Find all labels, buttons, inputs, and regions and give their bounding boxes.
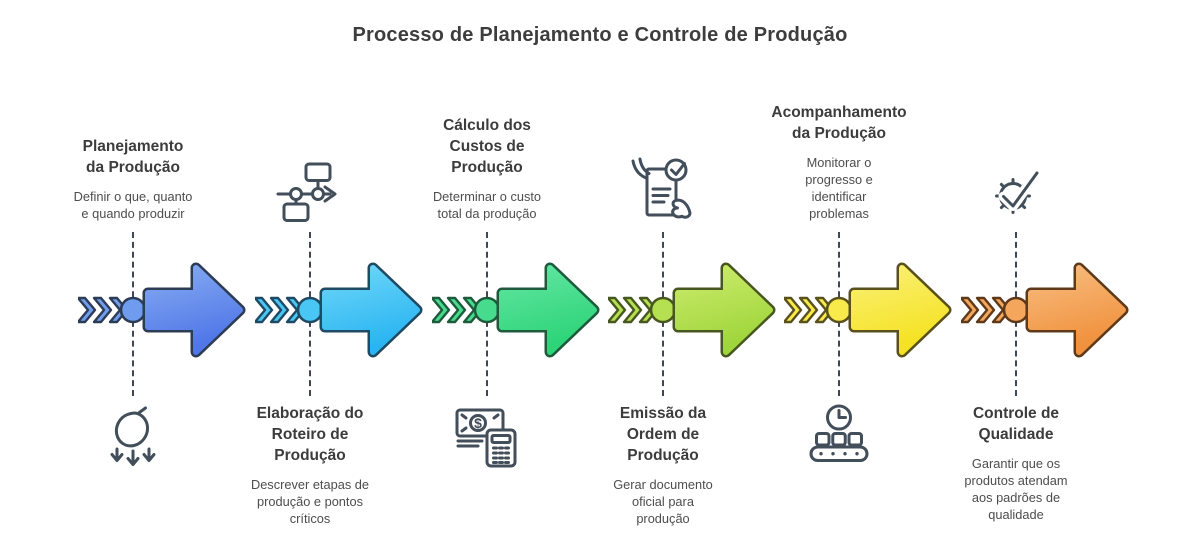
stage-description: Gerar documento oficial para produção [613,476,713,526]
chevrons-icon [78,296,129,324]
chevrons-icon [255,296,306,324]
stage-heading: Planejamento da Produção [82,138,184,177]
stage-text-block: Controle de Qualidade Garantir que os pr… [930,404,1102,523]
milestone-node [825,296,853,324]
stage-heading: Elaboração do Roteiro de Produção [256,405,364,464]
clock-conveyor-icon [803,400,875,472]
stage-text-block: Elaboração do Roteiro de Produção Descre… [224,404,396,527]
stage-acompanhamento: Acompanhamento da Produção Monitorar o p… [751,0,952,543]
chevrons-icon [961,296,1012,324]
stage-arrow-graphic [961,262,1129,358]
stage-emissao-ordem: Emissão da Ordem de Produção Gerar docum… [575,0,776,543]
stage-description: Determinar o custo total da produção [432,188,542,221]
stage-planejamento-da-producao: Planejamento da Produção Definir o que, … [45,0,246,543]
stage-elaboracao-roteiro: Elaboração do Roteiro de Produção Descre… [222,0,423,543]
arrow-right-icon [496,262,600,358]
svg-text:$: $ [474,415,482,431]
stage-heading: Controle de Qualidade [972,405,1060,443]
stage-arrow-graphic [78,262,246,358]
milestone-node [1002,296,1030,324]
stage-heading: Cálculo dos Custos de Produção [443,117,531,177]
chevrons-icon [432,296,483,324]
milestone-node [649,296,677,324]
stage-description: Garantir que os produtos atendam aos pad… [964,455,1068,522]
stage-arrow-graphic [608,262,776,358]
arrow-right-icon [142,262,246,358]
chevrons-icon [608,296,659,324]
arrow-right-icon [1025,262,1129,358]
stage-description: Descrever etapas de produção e pontos cr… [250,476,370,526]
page-title: Processo de Planejamento e Controle de P… [352,24,848,46]
workflow-icon [274,156,346,228]
money-calculator-icon: $ [451,400,523,472]
stage-arrow-graphic [432,262,600,358]
arrow-right-icon [672,262,776,358]
stage-text-block: Cálculo dos Custos de Produção Determina… [401,116,573,222]
stage-controle-qualidade: Controle de Qualidade Garantir que os pr… [928,0,1129,543]
stage-arrow-graphic [255,262,423,358]
stage-heading: Acompanhamento da Produção [771,104,907,143]
stage-calculo-custos: Cálculo dos Custos de Produção Determina… [399,0,600,543]
stage-description: Definir o que, quanto e quando produzir [73,188,193,221]
gear-check-icon [980,156,1052,228]
chevrons-icon [784,296,835,324]
stage-text-block: Planejamento da Produção Definir o que, … [47,137,219,222]
stage-text-block: Emissão da Ordem de Produção Gerar docum… [577,404,749,527]
milestone-node [119,296,147,324]
arrow-right-icon [848,262,952,358]
milestone-node [473,296,501,324]
stage-text-block: Acompanhamento da Produção Monitorar o p… [753,103,925,222]
arrow-right-icon [319,262,423,358]
milestone-node [296,296,324,324]
stage-heading: Emissão da Ordem de Produção [619,405,707,464]
harvest-distribution-icon [97,400,169,472]
document-check-icon [627,156,699,228]
stage-arrow-graphic [784,262,952,358]
stage-description: Monitorar o progresso e identificar prob… [805,154,873,221]
